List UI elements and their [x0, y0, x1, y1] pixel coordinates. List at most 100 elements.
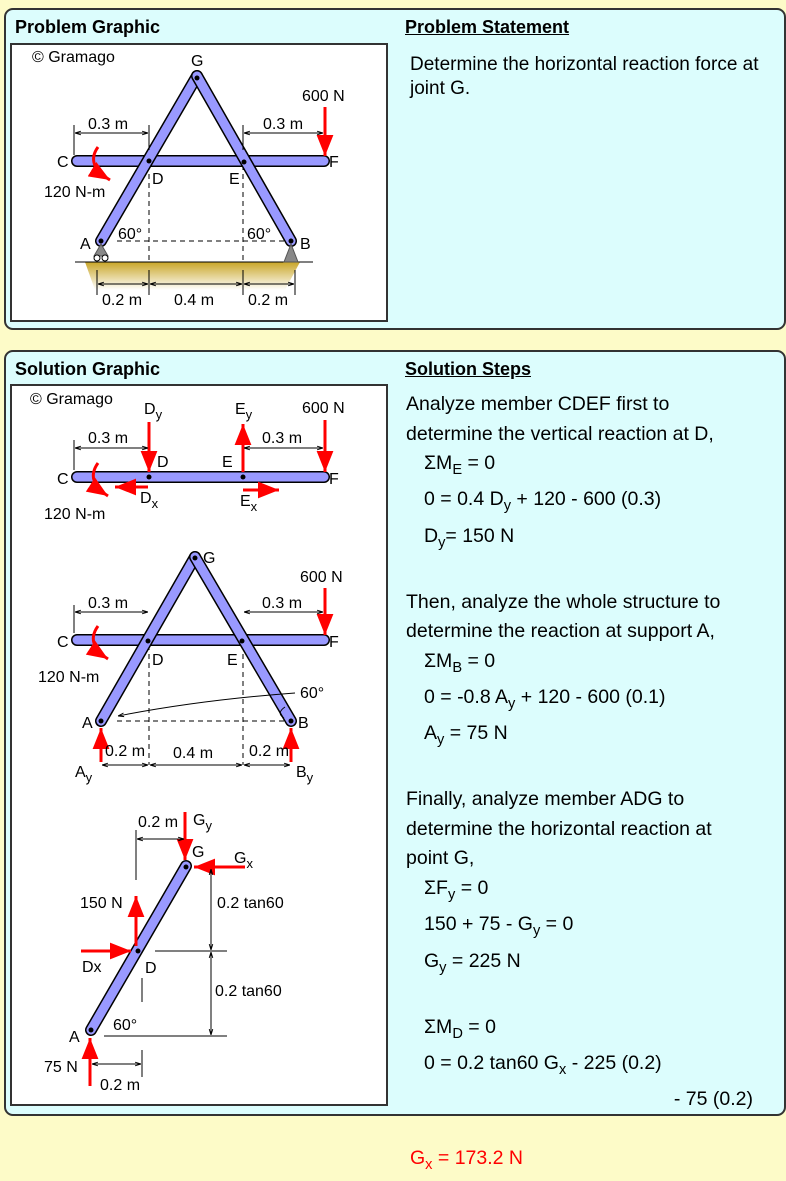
- label: 60°: [118, 226, 142, 243]
- label: x: [251, 499, 258, 514]
- label: 150 N: [80, 895, 123, 912]
- svg-text:Gx: Gx: [234, 850, 253, 871]
- label: y: [86, 770, 93, 785]
- label: + 120 - 600 (0.3): [511, 488, 662, 511]
- label: x: [152, 496, 159, 511]
- svg-text:By: By: [296, 764, 314, 785]
- label: G: [203, 550, 215, 567]
- label: 0.3 m: [88, 430, 128, 447]
- label: ΣM: [424, 649, 453, 672]
- label: 0.2 m: [100, 1077, 140, 1094]
- step-text: Analyze member CDEF first to: [406, 393, 670, 415]
- label: = 0: [462, 1015, 496, 1038]
- label: D: [152, 171, 164, 188]
- problem-statement-title: Problem Statement: [405, 17, 570, 37]
- answer: Gx = 173.2 N: [406, 1144, 781, 1180]
- label: G: [424, 949, 440, 972]
- label: E: [452, 461, 463, 478]
- equation: 0 = 0.4 Dy + 120 - 600 (0.3): [406, 485, 781, 521]
- label: E: [227, 652, 238, 669]
- label: y: [438, 534, 446, 551]
- label: A: [69, 1029, 80, 1046]
- svg-text:Dx: Dx: [140, 490, 159, 511]
- label: A: [82, 715, 93, 732]
- label: x: [246, 856, 253, 871]
- label: y: [156, 407, 163, 422]
- label: ΣM: [424, 452, 453, 474]
- label: D: [144, 401, 156, 418]
- label: 600 N: [302, 400, 345, 417]
- svg-text:Ay: Ay: [75, 764, 93, 785]
- label: B: [298, 715, 309, 732]
- label: = 0: [540, 913, 574, 936]
- label: 0 = 0.2 tan60 G: [424, 1051, 559, 1074]
- label: D: [157, 454, 169, 471]
- label: B: [296, 764, 307, 781]
- label: E: [240, 493, 251, 510]
- equation: - 75 (0.2): [673, 1088, 753, 1111]
- solution-graphic-title: Solution Graphic: [15, 359, 161, 379]
- label: x: [425, 1157, 433, 1174]
- step-text: Then, analyze the whole structure to: [406, 590, 721, 613]
- label: = 75 N: [444, 722, 508, 745]
- solution-graphic: [10, 384, 388, 1106]
- label: E: [229, 171, 240, 188]
- label: = 225 N: [446, 949, 521, 972]
- label: y: [246, 407, 253, 422]
- label: = 150 N: [445, 524, 515, 547]
- label: F: [329, 471, 339, 488]
- label: ΣF: [424, 876, 448, 899]
- equation: Gy = 225 N: [406, 947, 781, 983]
- label: 0.2 m: [105, 743, 145, 760]
- label: C: [57, 634, 69, 651]
- equation: Ay = 75 N: [406, 719, 781, 755]
- label: 600 N: [302, 88, 345, 105]
- label: x: [558, 1061, 567, 1078]
- label: B: [300, 236, 311, 253]
- equation: ΣFy = 0: [406, 874, 781, 910]
- label: 0.4 m: [174, 292, 214, 309]
- step-text: point G,: [406, 847, 475, 870]
- label: D: [140, 490, 152, 507]
- label: B: [452, 659, 463, 676]
- svg-text:Ex: Ex: [240, 493, 258, 514]
- label: D: [452, 1025, 463, 1042]
- step-text: determine the vertical reaction at D,: [406, 422, 714, 445]
- label: 0 = -0.8 A: [424, 686, 509, 709]
- label: D: [145, 960, 157, 977]
- label: 0.3 m: [263, 116, 303, 133]
- equation: ΣMB = 0: [406, 647, 781, 683]
- label: 60°: [113, 1017, 137, 1034]
- problem-graphic-title: Problem Graphic: [15, 17, 161, 37]
- label: G: [192, 844, 204, 861]
- label: 75 N: [44, 1059, 78, 1076]
- label: ΣM: [424, 1015, 453, 1038]
- label: y: [447, 886, 456, 903]
- label: 60°: [300, 685, 324, 702]
- label: G: [234, 850, 246, 867]
- label: 0.3 m: [88, 595, 128, 612]
- label: - 225 (0.2): [566, 1051, 662, 1074]
- label: y: [503, 498, 511, 515]
- label: = 0: [462, 649, 496, 672]
- step-text: determine the horizontal reaction at: [406, 817, 712, 840]
- label: 120 N-m: [44, 184, 105, 201]
- label: 0.2 m: [102, 292, 142, 309]
- label: 60°: [247, 226, 271, 243]
- step-text: Finally, analyze member ADG to: [406, 788, 685, 811]
- equation: 0 = -0.8 Ay + 120 - 600 (0.1): [406, 683, 781, 719]
- label: G: [410, 1147, 426, 1170]
- label: 0.2 m: [249, 743, 289, 760]
- label: + 120 - 600 (0.1): [515, 686, 666, 709]
- label: G: [193, 812, 205, 829]
- label: D: [152, 652, 164, 669]
- label: 0.3 m: [88, 116, 128, 133]
- label: 0.2 m: [248, 292, 288, 309]
- problem-statement: Determine the horizontal reaction force …: [410, 54, 759, 99]
- label: A: [424, 722, 438, 745]
- label: G: [191, 53, 203, 70]
